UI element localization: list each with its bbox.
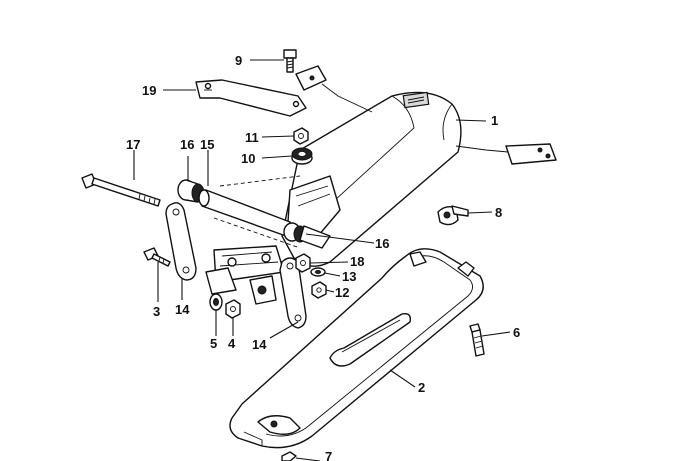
part-6-screw xyxy=(469,323,485,357)
part-7-screw xyxy=(281,451,297,461)
lower-bracket-assembly xyxy=(205,225,331,305)
part-9-bolt xyxy=(283,49,297,73)
callout-14-left: 14 xyxy=(175,302,190,317)
callout-11: 11 xyxy=(245,130,259,145)
callout-15: 15 xyxy=(200,137,214,152)
callout-9: 9 xyxy=(235,53,242,68)
part-13-washer xyxy=(310,267,326,277)
callout-16-upper: 16 xyxy=(180,137,194,152)
part-11-nut xyxy=(293,127,309,145)
callout-7: 7 xyxy=(325,449,332,461)
leader-lines xyxy=(133,59,511,461)
callout-13: 13 xyxy=(342,269,356,284)
callout-10: 10 xyxy=(241,151,255,166)
part-14-link-right xyxy=(279,257,307,329)
part-2-lower-cover xyxy=(229,248,484,449)
callout-18: 18 xyxy=(350,254,364,269)
part-1-column-shroud xyxy=(281,65,557,267)
part-10-bush xyxy=(291,147,313,165)
callout-19: 19 xyxy=(142,83,156,98)
callout-3: 3 xyxy=(153,304,160,319)
part-19-bracket xyxy=(195,79,307,117)
part-8-pin xyxy=(437,205,469,226)
callout-6: 6 xyxy=(513,325,520,340)
callout-14-right: 14 xyxy=(252,337,267,352)
callout-12: 12 xyxy=(335,285,349,300)
callout-4: 4 xyxy=(228,336,236,351)
callout-17: 17 xyxy=(126,137,140,152)
callout-1: 1 xyxy=(491,113,498,128)
callout-2: 2 xyxy=(418,380,425,395)
callout-8: 8 xyxy=(495,205,502,220)
callout-5: 5 xyxy=(210,336,217,351)
callout-16-lower: 16 xyxy=(375,236,389,251)
part-5-washer xyxy=(209,293,223,311)
part-18-nut xyxy=(295,253,311,273)
part-3-bolt xyxy=(143,247,171,267)
part-14-link-left xyxy=(165,202,197,281)
callout-labels: 1 2 3 4 5 6 7 8 9 10 11 12 13 14 14 15 1… xyxy=(126,53,520,461)
part-12-nut xyxy=(311,281,327,299)
part-4-nut xyxy=(225,299,241,319)
part-17-long-bolt xyxy=(81,173,161,207)
